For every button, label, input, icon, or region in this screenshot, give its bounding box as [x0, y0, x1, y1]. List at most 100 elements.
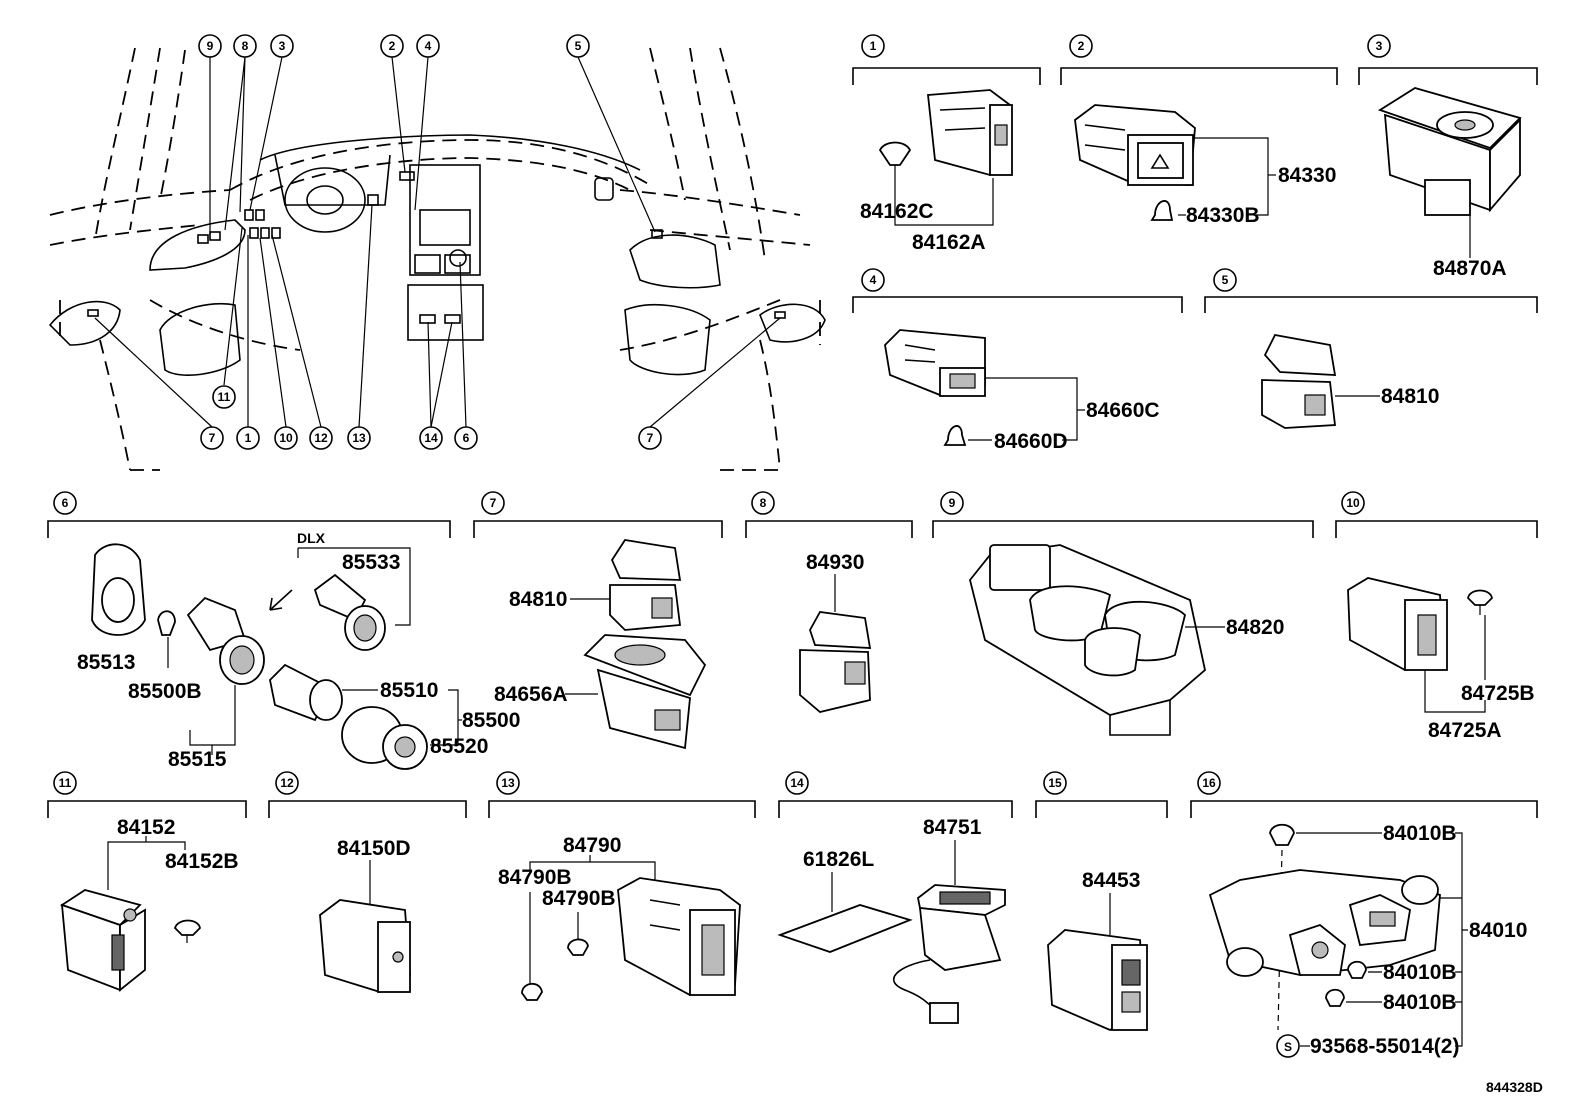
svg-text:15: 15: [1048, 776, 1062, 790]
section-4: 4 84660C 84660D: [852, 268, 1183, 453]
section-13: 13 84790 84790B 84790B: [488, 771, 756, 1001]
svg-text:93568-55014(2): 93568-55014(2): [1310, 1035, 1459, 1058]
callout-6: 6: [454, 426, 478, 450]
callout-7a: 7: [200, 426, 224, 450]
svg-text:84162A: 84162A: [912, 231, 986, 254]
svg-text:4: 4: [870, 273, 877, 287]
clip-84152b: [173, 919, 201, 943]
diagram-id: 844328D: [1486, 1079, 1543, 1095]
svg-text:84725A: 84725A: [1428, 719, 1502, 742]
svg-text:7: 7: [209, 431, 216, 445]
svg-text:84162C: 84162C: [860, 200, 934, 223]
callout-12: 12: [309, 426, 333, 450]
svg-text:2: 2: [1078, 39, 1085, 53]
clip-84790b-b: [567, 938, 589, 956]
svg-text:85500B: 85500B: [128, 680, 202, 703]
clip-84162c: [878, 141, 912, 180]
clip-84010b-top: [1269, 823, 1295, 846]
svg-text:7: 7: [490, 496, 497, 510]
callout-3: 3: [270, 34, 294, 58]
section-9: 9 84820: [932, 491, 1314, 736]
svg-text:84930: 84930: [806, 551, 864, 574]
section-10: 10 84725B 84725A: [1335, 491, 1538, 742]
clip-84790b-a: [521, 982, 543, 1001]
svg-text:84751: 84751: [923, 816, 982, 839]
svg-text:85500: 85500: [462, 709, 520, 732]
callout-9: 9: [198, 34, 222, 58]
svg-text:84790B: 84790B: [542, 887, 616, 910]
switch-84656a: [583, 634, 707, 750]
svg-text:84790: 84790: [563, 834, 621, 857]
callout-4: 4: [416, 34, 440, 58]
svg-text:10: 10: [1346, 496, 1360, 510]
switch-84810-a: [1261, 333, 1337, 429]
svg-text:14: 14: [790, 776, 804, 790]
svg-text:11: 11: [59, 776, 72, 790]
lighter-85510: [269, 663, 343, 722]
sheet-61826l: [777, 904, 913, 953]
svg-text:84790B: 84790B: [498, 866, 572, 889]
svg-text:1: 1: [870, 39, 877, 53]
switch-84725a: [1347, 577, 1448, 671]
switch-84660c: [884, 329, 986, 397]
section-3: 3 84870A: [1358, 34, 1538, 280]
svg-text:8: 8: [760, 496, 767, 510]
section-2: 2 84330 84330B: [1060, 34, 1338, 227]
svg-text:3: 3: [279, 39, 286, 53]
svg-text:5: 5: [1222, 273, 1229, 287]
svg-text:7: 7: [647, 431, 654, 445]
svg-text:84810: 84810: [509, 588, 567, 611]
svg-text:13: 13: [501, 776, 515, 790]
svg-text:85510: 85510: [380, 679, 438, 702]
svg-text:10: 10: [279, 431, 293, 445]
section-1: 1 84162C 84162A: [852, 34, 1041, 254]
clip-84010b-mid: [1347, 960, 1367, 979]
svg-text:2: 2: [389, 39, 396, 53]
overview-callouts: 9 8 3 2 4 5 11 7 1 10 12 13 14 6 7: [198, 34, 662, 450]
master-switch-84820: [969, 544, 1206, 736]
svg-text:5: 5: [575, 39, 582, 53]
svg-text:16: 16: [1202, 776, 1216, 790]
callout-13: 13: [347, 426, 371, 450]
svg-text:12: 12: [280, 776, 294, 790]
callout-14: 14: [419, 426, 443, 450]
switch-84930: [799, 611, 872, 713]
svg-text:8: 8: [242, 39, 249, 53]
svg-text:11: 11: [218, 390, 231, 404]
section-8: 8 84930: [745, 491, 913, 713]
switch-84810-b: [609, 539, 682, 631]
clip-84660d: [943, 425, 967, 446]
svg-text:84725B: 84725B: [1461, 682, 1535, 705]
callout-5: 5: [566, 34, 590, 58]
svg-text:S: S: [1284, 1040, 1292, 1054]
svg-text:84152B: 84152B: [165, 850, 239, 873]
switch-84790: [617, 877, 741, 996]
section-5: 5 84810: [1204, 268, 1538, 429]
clock-84751: [892, 884, 1006, 1024]
section-16: 16 S 84010B 84010 84010B 84010: [1190, 771, 1538, 1058]
svg-text:84820: 84820: [1226, 616, 1284, 639]
svg-text:85515: 85515: [168, 748, 227, 771]
svg-text:85533: 85533: [342, 551, 400, 574]
socket-85533: [313, 573, 386, 651]
section-7: 7 84810 84656A: [473, 491, 723, 750]
callout-1: 1: [236, 426, 260, 450]
callout-10: 10: [274, 426, 298, 450]
svg-text:6: 6: [463, 431, 470, 445]
svg-text:1: 1: [245, 431, 252, 445]
svg-text:84010: 84010: [1469, 919, 1527, 942]
svg-text:84010B: 84010B: [1383, 991, 1457, 1014]
svg-text:13: 13: [352, 431, 366, 445]
svg-text:9: 9: [949, 496, 956, 510]
svg-text:84010B: 84010B: [1383, 822, 1457, 845]
svg-text:84656A: 84656A: [494, 683, 568, 706]
svg-text:3: 3: [1376, 39, 1383, 53]
dimmer-switch-84152: [59, 889, 146, 992]
switch-84150d: [319, 899, 411, 993]
svg-text:12: 12: [314, 431, 328, 445]
svg-text:6: 6: [62, 496, 69, 510]
mirror-switch-84870a: [1377, 87, 1522, 216]
callout-7b: 7: [638, 426, 662, 450]
callout-11: 11: [212, 385, 236, 409]
clip-84010b-low: [1325, 988, 1345, 1007]
